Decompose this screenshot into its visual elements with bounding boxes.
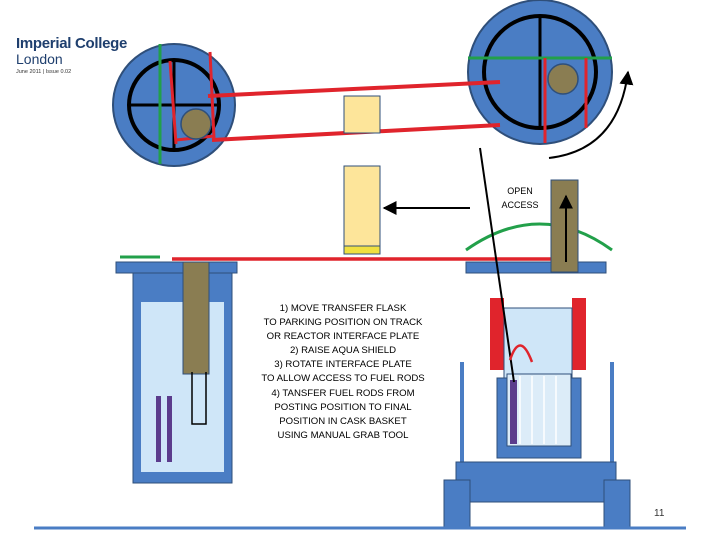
open-access-label: OPEN ACCESS (494, 184, 546, 212)
flask-top-view (343, 95, 381, 134)
step-line: OR REACTOR INTERFACE PLATE (266, 331, 420, 343)
issue-date: June 2011 | Issue 0.02 (16, 69, 72, 75)
posting-pool (115, 255, 238, 484)
step-line: 3) ROTATE INTERFACE PLATE (274, 359, 412, 371)
slide-number: 11 (654, 508, 665, 519)
logo-line1: Imperial College (16, 35, 128, 52)
manual-grab-tool (479, 147, 534, 383)
step-line: POSTING POSITION TO FINAL (274, 401, 412, 413)
right-turntable (467, 0, 613, 145)
reactor-interface (465, 179, 613, 274)
transfer-flask-side (343, 165, 381, 255)
step-line: 4) TANSFER FUEL RODS FROM (271, 387, 415, 399)
imperial-logo: Imperial College London June 2011 | Issu… (16, 35, 128, 76)
step-line: 2) RAISE AQUA SHIELD (289, 345, 397, 357)
step-line: TO ALLOW ACCESS TO FUEL RODS (261, 373, 425, 385)
procedure-steps: 1) MOVE TRANSFER FLASK TO PARKING POSITI… (250, 302, 436, 443)
left-turntable (112, 43, 236, 167)
fuel-cask (443, 298, 631, 529)
open-access-line2: ACCESS (501, 200, 539, 210)
logo-line2: London (16, 51, 63, 67)
step-line: 1) MOVE TRANSFER FLASK (279, 303, 407, 314)
rotation-arrow (548, 70, 634, 159)
step-line: USING MANUAL GRAB TOOL (277, 429, 409, 441)
step-line: TO PARKING POSITION ON TRACK (263, 317, 423, 329)
step-line: POSITION IN CASK BASKET (279, 415, 407, 427)
open-access-line1: OPEN (507, 186, 533, 196)
